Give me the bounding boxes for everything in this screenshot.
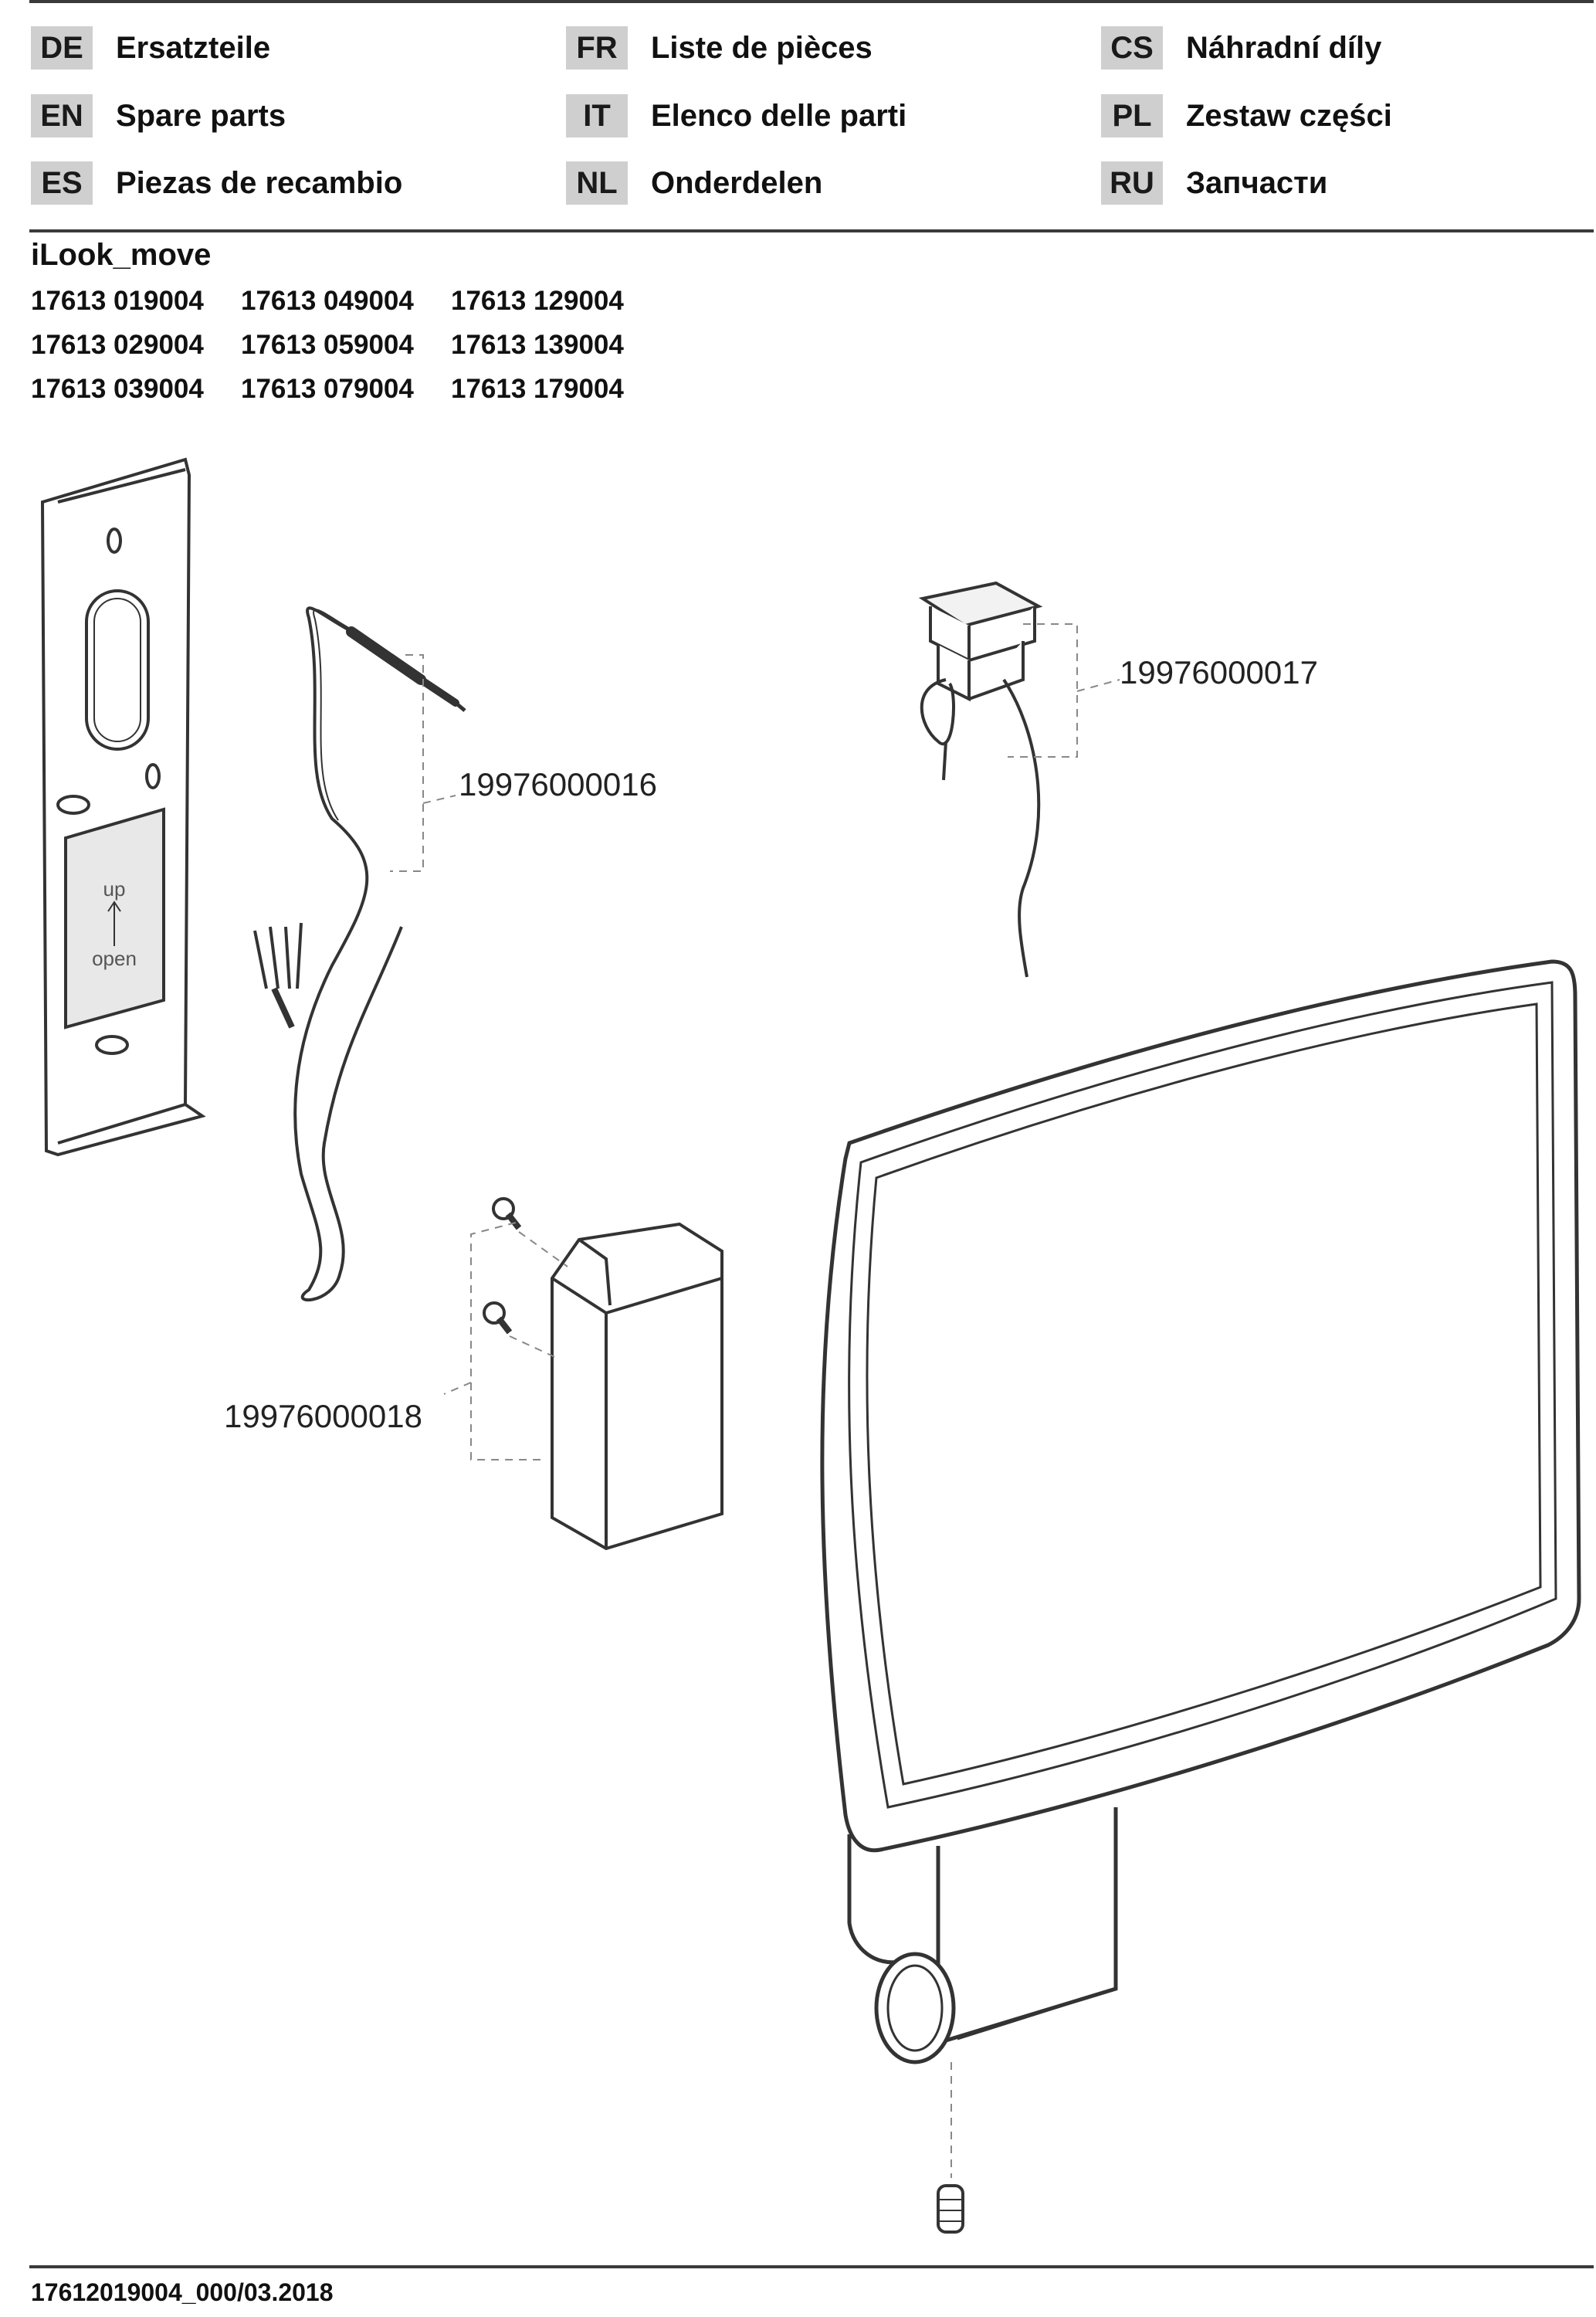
lang-item-it: IT Elenco delle parti (566, 91, 906, 141)
mirror (820, 959, 1581, 2064)
lang-code: PL (1101, 94, 1163, 137)
plate-text-up: up (103, 877, 126, 901)
lang-item-en: EN Spare parts (31, 91, 286, 141)
product-title: iLook_move (31, 238, 212, 272)
leader-lines (390, 623, 1120, 2178)
lang-label: Náhradní díly (1186, 30, 1382, 65)
lang-label: Zestaw części (1186, 98, 1392, 133)
transformer-box (483, 1197, 723, 1551)
article-number: 17613 179004 (451, 374, 624, 404)
lang-code: DE (31, 26, 93, 70)
lang-code: FR (566, 26, 628, 70)
article-number: 17613 019004 (31, 286, 204, 316)
article-number: 17613 049004 (241, 286, 414, 316)
lang-code: CS (1101, 26, 1163, 70)
article-row: 17613 019004 17613 049004 17613 129004 (31, 286, 661, 330)
lang-label: Liste de pièces (651, 30, 873, 65)
lang-code: RU (1101, 161, 1163, 205)
lang-label: Spare parts (116, 98, 286, 133)
lang-label: Piezas de recambio (116, 165, 403, 200)
lang-label: Запчасти (1186, 165, 1328, 200)
plate-text-open: open (92, 947, 137, 970)
lang-code: NL (566, 161, 628, 205)
lang-item-pl: PL Zestaw części (1101, 91, 1392, 141)
article-number-table: 17613 019004 17613 049004 17613 129004 1… (31, 286, 661, 418)
footer-rule (29, 2265, 1594, 2268)
rocker-switch (918, 581, 1043, 978)
article-number: 17613 139004 (451, 330, 624, 360)
article-number: 17613 059004 (241, 330, 414, 360)
lang-item-es: ES Piezas de recambio (31, 158, 402, 208)
part-number-switch: 19976000017 (1120, 654, 1318, 690)
lang-item-cs: CS Náhradní díly (1101, 23, 1381, 73)
lang-item-fr: FR Liste de pièces (566, 23, 873, 73)
document-code: 17612019004_000/03.2018 (31, 2278, 334, 2306)
article-number: 17613 039004 (31, 374, 204, 404)
article-row: 17613 039004 17613 079004 17613 179004 (31, 374, 661, 418)
top-rule (29, 0, 1594, 3)
article-number: 17613 129004 (451, 286, 624, 316)
part-number-cable: 19976000016 (459, 766, 657, 802)
exploded-parts-drawing: up open (40, 457, 1581, 2234)
part-number-transformer: 19976000018 (224, 1398, 422, 1434)
article-row: 17613 029004 17613 059004 17613 139004 (31, 330, 661, 374)
cable-assembly (253, 606, 466, 1302)
lang-item-de: DE Ersatzteile (31, 23, 270, 73)
article-number: 17613 029004 (31, 330, 204, 360)
lang-label: Onderdelen (651, 165, 823, 200)
lang-item-ru: RU Запчасти (1101, 158, 1327, 208)
lang-code: ES (31, 161, 93, 205)
article-number: 17613 079004 (241, 374, 414, 404)
language-grid: DE Ersatzteile EN Spare parts ES Piezas … (31, 23, 1560, 209)
lang-code: IT (566, 94, 628, 137)
lang-label: Ersatzteile (116, 30, 271, 65)
lang-item-nl: NL Onderdelen (566, 158, 822, 208)
lang-label: Elenco delle parti (651, 98, 907, 133)
set-screw (937, 2184, 964, 2234)
lang-code: EN (31, 94, 93, 137)
header-rule (29, 229, 1594, 232)
mounting-plate (40, 457, 206, 1157)
